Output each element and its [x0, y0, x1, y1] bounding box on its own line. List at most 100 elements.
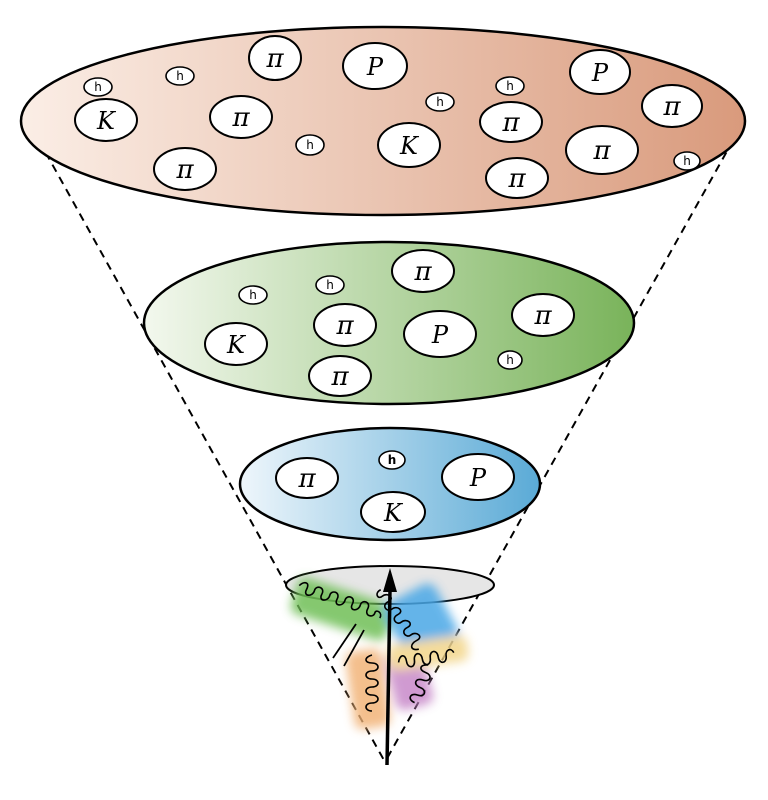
particle-label: h [506, 353, 514, 367]
particle-label: π [662, 92, 681, 122]
particle-label: π [335, 311, 354, 341]
particle-ellipse [342, 42, 408, 90]
particle: P [342, 42, 408, 90]
particle-ellipse [83, 77, 113, 97]
particle: h [425, 92, 455, 112]
particle-label: P [366, 53, 384, 81]
particle-ellipse [295, 134, 325, 156]
gluon-coil-icon [298, 581, 382, 619]
particle-label: K [399, 132, 420, 160]
gluon-stem [343, 629, 365, 667]
particle-label: π [231, 103, 250, 133]
particle: π [209, 95, 273, 139]
particle-ellipse [377, 122, 441, 168]
particle-ellipse [308, 355, 372, 397]
particle: π [641, 84, 703, 128]
green-glow [290, 577, 394, 641]
particle-ellipse [441, 453, 515, 501]
particle: P [441, 453, 515, 501]
gluon-coil-icon [397, 648, 455, 668]
particle-ellipse [248, 35, 302, 81]
particle-label: h [326, 278, 334, 292]
particle-ellipse [204, 322, 268, 366]
particle: π [248, 35, 302, 81]
particle: π [308, 355, 372, 397]
particle: h [83, 77, 113, 97]
particle-ellipse [275, 457, 339, 499]
bottom-layer: π h P K [238, 426, 542, 542]
particle: π [391, 249, 455, 293]
particle-label: h [249, 288, 257, 302]
particle-ellipse [238, 285, 268, 305]
particle: K [204, 322, 268, 366]
particle-label: h [436, 95, 444, 109]
particle-label: π [297, 464, 316, 494]
particle-ellipse [209, 95, 273, 139]
particle-label: h [306, 138, 314, 152]
particle-ellipse [641, 84, 703, 128]
particle-label: P [431, 321, 449, 349]
up-arrow-icon [383, 568, 397, 592]
particle: h [295, 134, 325, 156]
particle-ellipse [425, 92, 455, 112]
particle: K [360, 491, 426, 533]
particle: h [497, 350, 523, 370]
particle: π [565, 125, 639, 175]
yellow-glow [387, 635, 469, 671]
bottom-layer-particles: π h P K [275, 450, 515, 533]
particle: h [315, 275, 345, 295]
particle: h [165, 66, 195, 86]
particle-ellipse [497, 350, 523, 370]
particle-ellipse [511, 293, 575, 337]
particle: K [377, 122, 441, 168]
particle-label: h [683, 154, 691, 168]
particle-ellipse [165, 66, 195, 86]
particle-label: π [507, 164, 526, 194]
particle-ellipse [153, 147, 217, 191]
particle-ellipse [391, 249, 455, 293]
particle-label: π [413, 257, 432, 287]
particle-label: π [592, 136, 611, 166]
particle-ellipse [673, 151, 701, 171]
particle-ellipse [360, 491, 426, 533]
gluon-glows [290, 577, 469, 730]
particle-ellipse [378, 450, 406, 470]
particle: π [275, 457, 339, 499]
particle: π [485, 157, 549, 199]
particle-ellipse [495, 76, 525, 96]
particle-label: π [533, 301, 552, 331]
particle-ellipse [74, 98, 138, 142]
particle-ellipse [315, 275, 345, 295]
particle: P [569, 49, 631, 95]
particle: π [479, 101, 543, 143]
particle: h [238, 285, 268, 305]
particle-label: P [591, 59, 609, 87]
particle-label: K [96, 107, 117, 135]
particle-ellipse [403, 310, 477, 358]
particle-label: K [383, 499, 404, 527]
particle-label: h [176, 69, 184, 83]
particle-label: h [388, 453, 397, 467]
particle: π [313, 303, 377, 347]
particle-ellipse [313, 303, 377, 347]
particle: π [511, 293, 575, 337]
particle: π [153, 147, 217, 191]
orange-glow [345, 648, 391, 730]
particle: K [74, 98, 138, 142]
gluon-stem [332, 623, 357, 659]
particle-ellipse [565, 125, 639, 175]
particle-label: π [175, 155, 194, 185]
particle-label: h [94, 80, 102, 94]
jet-axis-arrow [383, 568, 397, 766]
jet-axis-line [385, 589, 392, 766]
particle: P [403, 310, 477, 358]
particle: h [673, 151, 701, 171]
particle-ellipse [485, 157, 549, 199]
particle-label: π [265, 44, 284, 74]
particle-ellipse [569, 49, 631, 95]
particle-label: K [226, 331, 247, 359]
